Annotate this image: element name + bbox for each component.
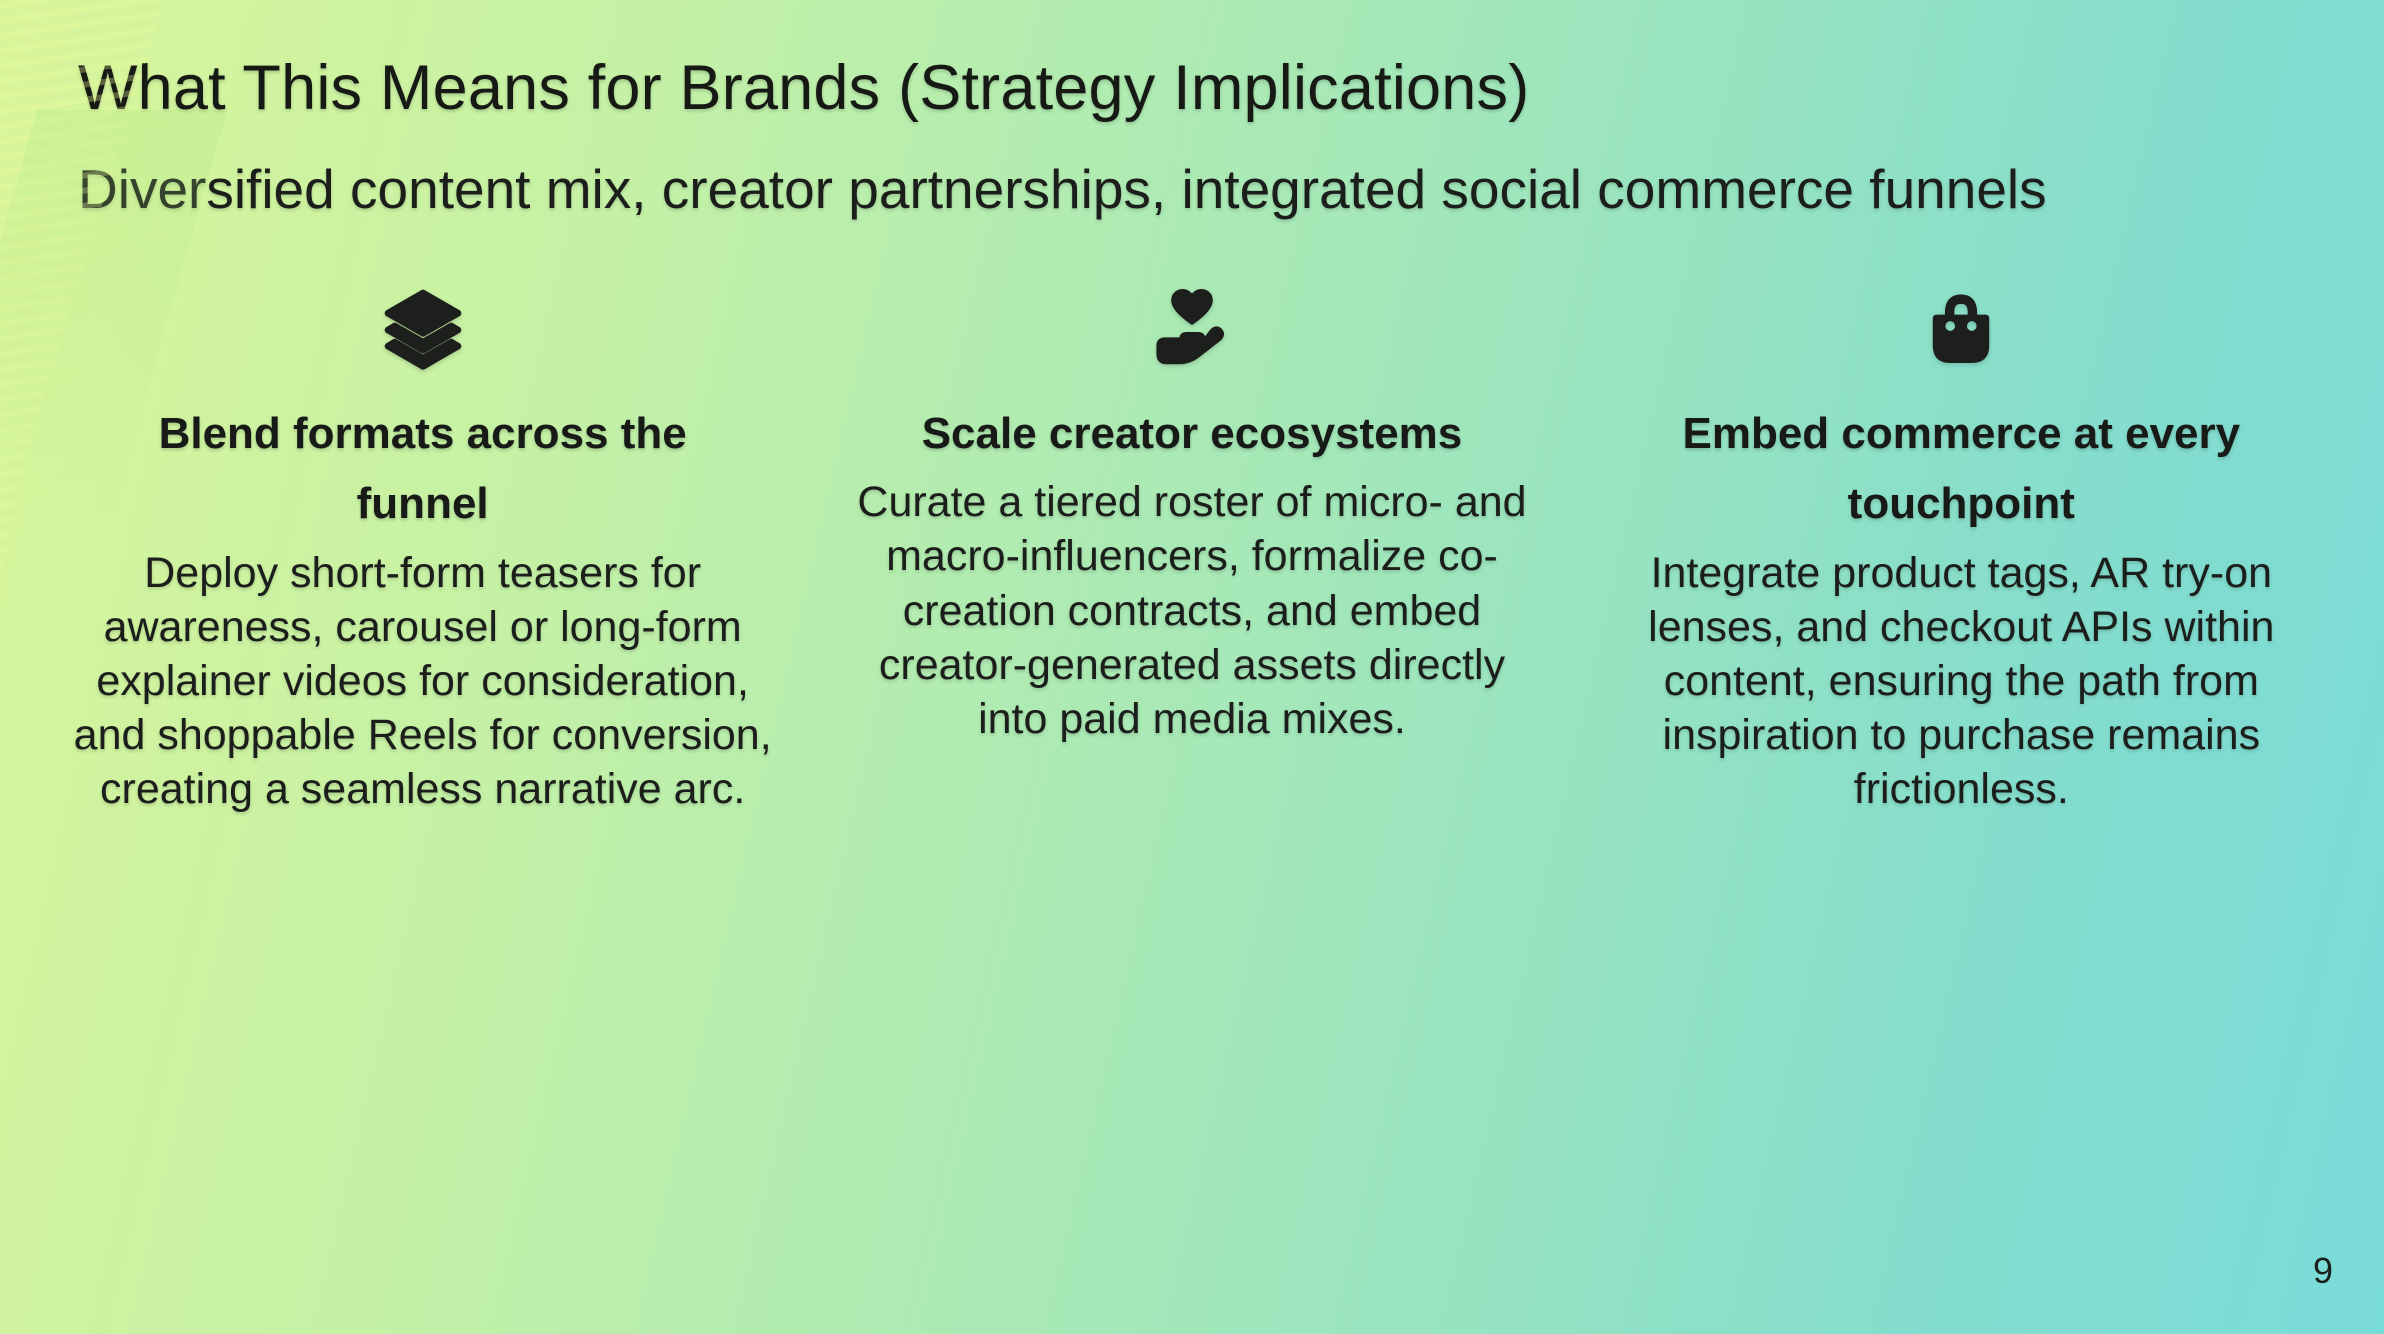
column-creator-ecosystems: Scale creator ecosystems Curate a tiered… (835, 285, 1548, 817)
layers-icon (66, 285, 779, 371)
column-heading: Scale creator ecosystems (921, 408, 1463, 458)
column-body: Integrate product tags, AR try-on lenses… (1648, 548, 2275, 814)
column-heading: Blend formats across the funnel (158, 408, 687, 529)
slide-title: What This Means for Brands (Strategy Imp… (78, 53, 1530, 123)
hand-holding-heart-icon (835, 285, 1548, 371)
column-body: Deploy short-form teasers for awareness,… (73, 548, 772, 814)
column-embed-commerce: Embed commerce at every touchpoint Integ… (1605, 285, 2318, 817)
page-number: 9 (2312, 1250, 2333, 1291)
strategy-columns: Blend formats across the funnel Deploy s… (0, 285, 2384, 817)
column-heading: Embed commerce at every touchpoint (1682, 408, 2241, 529)
column-blend-formats: Blend formats across the funnel Deploy s… (66, 285, 779, 817)
column-body: Curate a tiered roster of micro- and mac… (857, 478, 1527, 743)
shopping-bag-icon (1605, 285, 2318, 371)
slide-subtitle: Diversified content mix, creator partner… (78, 157, 2047, 220)
